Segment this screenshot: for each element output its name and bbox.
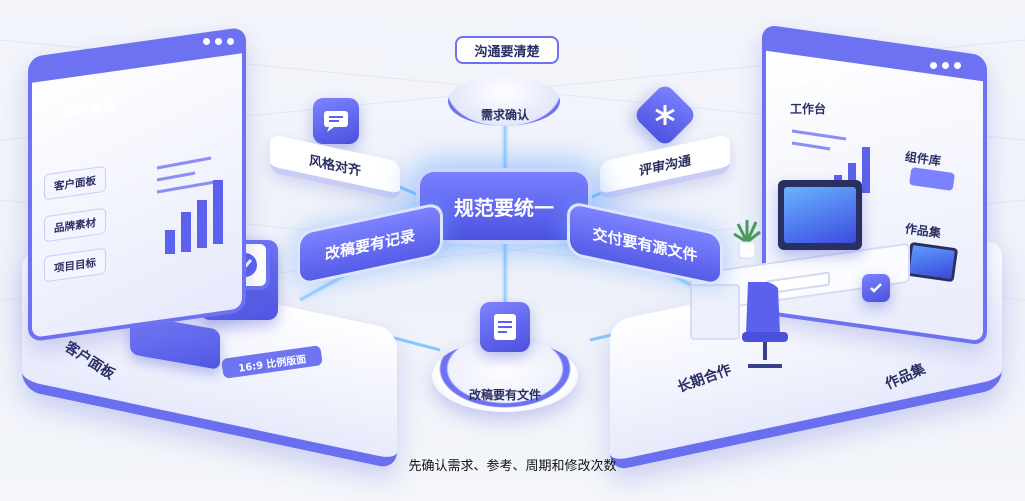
bar-chart-icon [156,156,223,254]
requirement-confirm-base [448,76,560,126]
window-controls [203,38,234,45]
portfolio-thumbnail [905,241,959,283]
designer-panel-title: 设计师 [795,69,836,89]
document-icon [480,302,530,352]
desk-drawer [690,284,740,340]
plant-icon [733,220,761,259]
revision-file-ring [432,340,578,412]
node-standardize[interactable]: 规范要统一 [420,172,588,240]
chair-icon [742,282,788,368]
chat-icon [313,98,359,144]
asterisk-icon [632,82,698,148]
designer-section-workbench[interactable]: 工作台 [790,102,827,116]
node-requirement-confirm[interactable]: 需求确认 [480,107,529,122]
node-revision-file[interactable]: 改稿要有文件 [468,387,541,402]
small-check-icon [862,274,890,302]
caption: 先确认需求、参考、周期和修改次数 [408,459,617,474]
window-controls-right [930,62,961,69]
tag-communication: 沟通要清楚 [455,36,559,64]
monitor-icon [778,180,862,250]
